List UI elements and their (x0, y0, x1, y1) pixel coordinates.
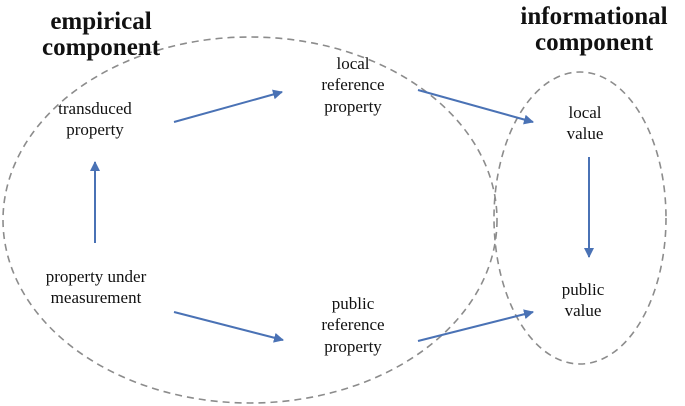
node-property-under-measurement: property under measurement (25, 266, 167, 309)
arrow-measurement-to-public-reference (173, 311, 284, 343)
arrow-local-reference-to-local-value (417, 89, 534, 125)
public-ref-line3: property (324, 336, 382, 356)
node-local-value: local value (545, 102, 625, 145)
local-ref-line2: reference (321, 75, 385, 95)
public-value-line1: public (561, 280, 605, 299)
under-measurement-line1: property under (45, 267, 147, 286)
node-public-value: public value (543, 279, 623, 322)
arrow-public-reference-to-public-value (417, 309, 534, 342)
empirical-component-title: empirical component (36, 8, 166, 62)
informational-title-line1: informational (520, 3, 668, 30)
transduced-line2: property (66, 120, 124, 140)
arrow-transduced-to-local-reference (173, 89, 283, 123)
node-local-reference-property: local reference property (293, 53, 413, 117)
local-ref-line1: local (336, 54, 370, 73)
empirical-title-line2: component (41, 34, 161, 62)
local-ref-line3: property (324, 96, 382, 116)
public-value-line2: value (564, 301, 602, 321)
node-public-reference-property: public reference property (293, 293, 413, 357)
informational-component-ellipse (493, 71, 667, 365)
informational-component-title: informational component (508, 3, 680, 57)
node-transduced-property: transduced property (35, 98, 155, 141)
transduced-line1: transduced (58, 99, 132, 118)
empirical-title-line1: empirical (50, 8, 152, 35)
public-ref-line1: public (331, 294, 375, 313)
local-value-line2: value (566, 124, 604, 144)
local-value-line1: local (568, 103, 602, 122)
under-measurement-line2: measurement (50, 288, 142, 308)
public-ref-line2: reference (321, 315, 385, 335)
informational-title-line2: component (534, 29, 654, 57)
empirical-component-ellipse (2, 36, 498, 404)
